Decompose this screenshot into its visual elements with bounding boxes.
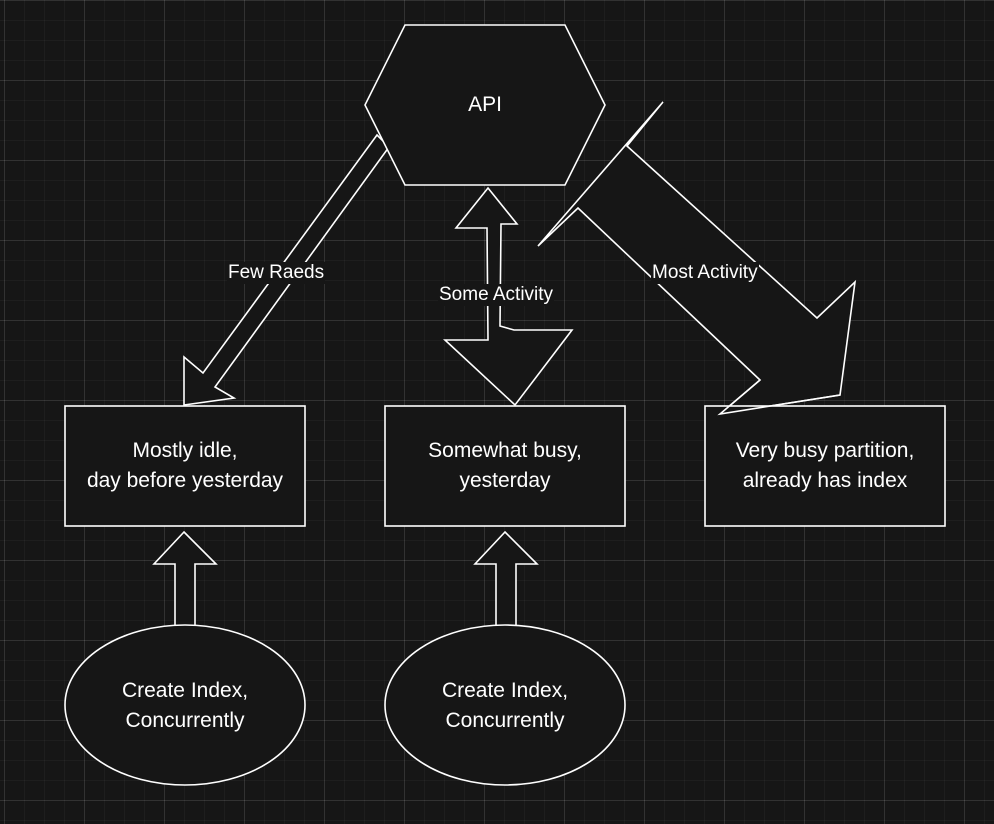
very-busy-partition-box[interactable] [704,405,946,527]
very-busy-line-1: Very busy partition, [735,439,915,462]
very-busy-partition-label: Very busy partition, already has index [705,436,945,496]
most-activity-arrow[interactable] [537,101,857,416]
idle-line-1: Mostly idle, [132,439,238,462]
busy-partition-label: Somewhat busy, yesterday [385,436,625,496]
create-index-1-line-2: Concurrently [125,709,245,732]
create-index-ellipse-2[interactable] [384,624,626,786]
busy-partition-box[interactable] [384,405,626,527]
create-index-2-line-2: Concurrently [445,709,565,732]
busy-line-2: yesterday [459,469,551,492]
some-activity-label: Some Activity [438,284,555,306]
create-index-1-line-1: Create Index, [121,679,249,702]
idle-partition-box[interactable] [64,405,306,527]
few-reads-label: Few Raeds [227,262,326,284]
very-busy-line-2: already has index [742,469,908,492]
create-index-label-1: Create Index, Concurrently [65,676,305,736]
api-hexagon[interactable] [364,24,606,186]
idle-partition-label: Mostly idle, day before yesterday [65,436,305,496]
create-index-ellipse-1[interactable] [64,624,306,786]
api-label: API [468,93,502,116]
most-activity-arrow-tip [717,379,841,416]
some-activity-arrow[interactable] [442,186,574,407]
index-2-arrow[interactable] [473,530,539,628]
busy-line-1: Somewhat busy, [428,439,582,462]
most-activity-label: Most Activity [651,262,759,284]
create-index-label-2: Create Index, Concurrently [385,676,625,736]
create-index-2-line-1: Create Index, [441,679,569,702]
idle-line-2: day before yesterday [86,469,284,492]
index-1-arrow[interactable] [152,530,218,628]
